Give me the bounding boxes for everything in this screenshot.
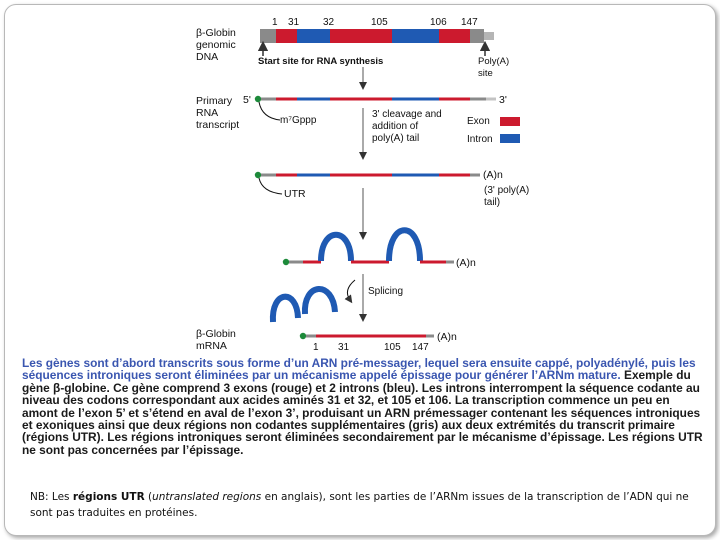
primary-label-line3: transcript [196, 119, 239, 131]
polyadenylated-transcript: (A)n (3' poly(A) tail) UTR [254, 169, 529, 208]
footnote-open: ( [144, 491, 153, 503]
footnote: NB: Les régions UTR (untranslated region… [30, 489, 690, 521]
splicing-arrow [344, 279, 356, 304]
intron-loop-2 [386, 227, 423, 262]
genomic-label-line1: β-Globin [196, 27, 236, 39]
primary-cap-dot [254, 95, 262, 103]
genomic-pos-147: 147 [461, 17, 478, 28]
genomic-exon-3 [439, 29, 470, 43]
mature-mrna: β-Globin mRNA (A)n 1 31 105 147 [196, 328, 457, 353]
genomic-intron-1 [297, 29, 330, 43]
splicing-label: Splicing [368, 286, 403, 297]
legend-exon-swatch [500, 117, 520, 126]
polya-tail-desc-line1: (3' poly(A) [484, 185, 529, 196]
legend-intron-swatch [500, 134, 520, 143]
genomic-utr-5 [260, 29, 276, 43]
looped-transcript: (A)n [282, 227, 476, 269]
cleavage-line3: poly(A) tail [372, 133, 419, 144]
intron-loop-1 [318, 231, 354, 262]
genomic-flank-3 [484, 32, 494, 40]
genomic-pos-31: 31 [288, 17, 300, 28]
cleavage-line1: 3' cleavage and [372, 109, 442, 120]
utr-label: UTR [284, 188, 306, 200]
legend-exon-label: Exon [467, 116, 490, 127]
figure-caption: Les gènes sont d’abord transcrits sous f… [22, 357, 706, 456]
legend: Exon Intron [467, 116, 520, 145]
mrna-label-line2: mRNA [196, 340, 227, 352]
genomic-pos-1: 1 [272, 17, 278, 28]
mrna-label-line1: β-Globin [196, 328, 236, 340]
genomic-label-line2: genomic [196, 39, 236, 51]
excised-intron-2 [301, 286, 338, 315]
legend-intron-label: Intron [467, 134, 493, 145]
cap-pointer [258, 101, 281, 121]
genomic-exon-1 [276, 29, 297, 43]
mrna-pos-1: 1 [313, 342, 319, 353]
utr-pointer [258, 177, 283, 195]
cap-label: m⁷Gppp [280, 115, 317, 126]
genomic-intron-2 [392, 29, 439, 43]
genomic-label-line3: DNA [196, 51, 218, 63]
primary-label-line2: RNA [196, 107, 218, 119]
cap-dot [254, 171, 262, 179]
mrna-pos-147: 147 [412, 342, 429, 353]
footnote-term: régions UTR [72, 491, 145, 503]
primary-transcript: Primary RNA transcript 5' 3' m⁷Gppp [196, 94, 507, 131]
start-site-label: Start site for RNA synthesis [258, 56, 383, 67]
polya-site-line1: Poly(A) [478, 56, 509, 67]
mrna-pos-105: 105 [384, 342, 401, 353]
genomic-pos-105: 105 [371, 17, 388, 28]
footnote-prefix: NB: Les [30, 491, 73, 503]
polya-tail-label-3: (A)n [437, 331, 457, 343]
caption-body: Exemple du gène β-globine. Ce gène compr… [22, 368, 703, 457]
excised-intron-1 [269, 293, 301, 323]
polya-tail-label: (A)n [483, 169, 503, 181]
footnote-gloss: untranslated regions [152, 491, 262, 503]
polya-site-line2: site [478, 68, 493, 79]
genomic-pos-32: 32 [323, 17, 335, 28]
footnote-rest: en anglais), sont les parties de l’ARNm … [30, 491, 689, 519]
polya-tail-label-2: (A)n [456, 257, 476, 269]
cleavage-line2: addition of [372, 121, 418, 132]
mrna-pos-31: 31 [338, 342, 350, 353]
genomic-exon-2 [330, 29, 392, 43]
slide-frame [4, 4, 716, 536]
genomic-dna: β-Globin genomic DNA 1 31 32 105 106 147… [196, 17, 509, 79]
caption-intro: Les gènes sont d’abord transcrits sous f… [22, 356, 696, 383]
primary-label-line1: Primary [196, 95, 233, 107]
genomic-pos-106: 106 [430, 17, 447, 28]
genomic-utr-3 [470, 29, 484, 43]
primary-5prime: 5' [243, 94, 251, 106]
polya-tail-desc-line2: tail) [484, 197, 500, 208]
primary-3prime: 3' [499, 94, 507, 106]
